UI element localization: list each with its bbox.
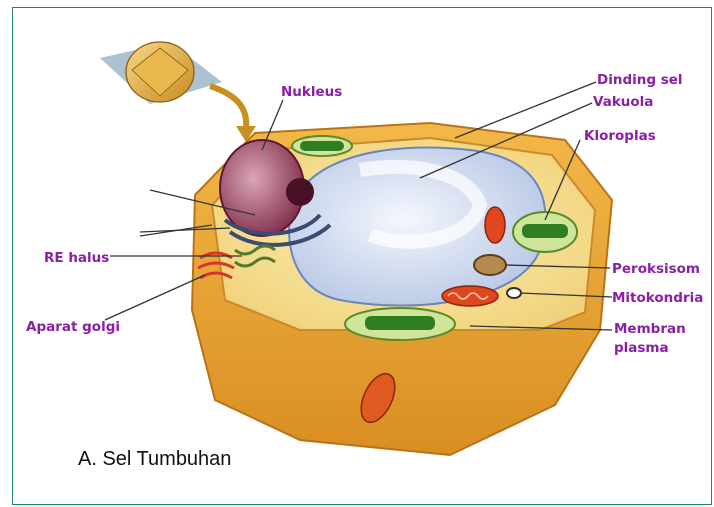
label-vakuola: Vakuola — [593, 94, 653, 110]
label-kloroplas: Kloroplas — [584, 128, 656, 144]
inset-cell-icon — [100, 42, 222, 104]
label-aparat-golgi: Aparat golgi — [26, 319, 120, 335]
label-re-halus: RE halus — [44, 250, 109, 266]
pointer-arrow-icon — [210, 86, 246, 130]
label-plasma: plasma — [614, 340, 669, 356]
label-dinding-sel: Dinding sel — [597, 72, 683, 88]
label-membran: Membran — [614, 321, 686, 337]
figure-caption: A. Sel Tumbuhan — [78, 448, 231, 470]
label-peroksisom: Peroksisom — [612, 261, 700, 277]
label-nukleus: Nukleus — [281, 84, 342, 100]
label-mitokondria: Mitokondria — [612, 290, 703, 306]
